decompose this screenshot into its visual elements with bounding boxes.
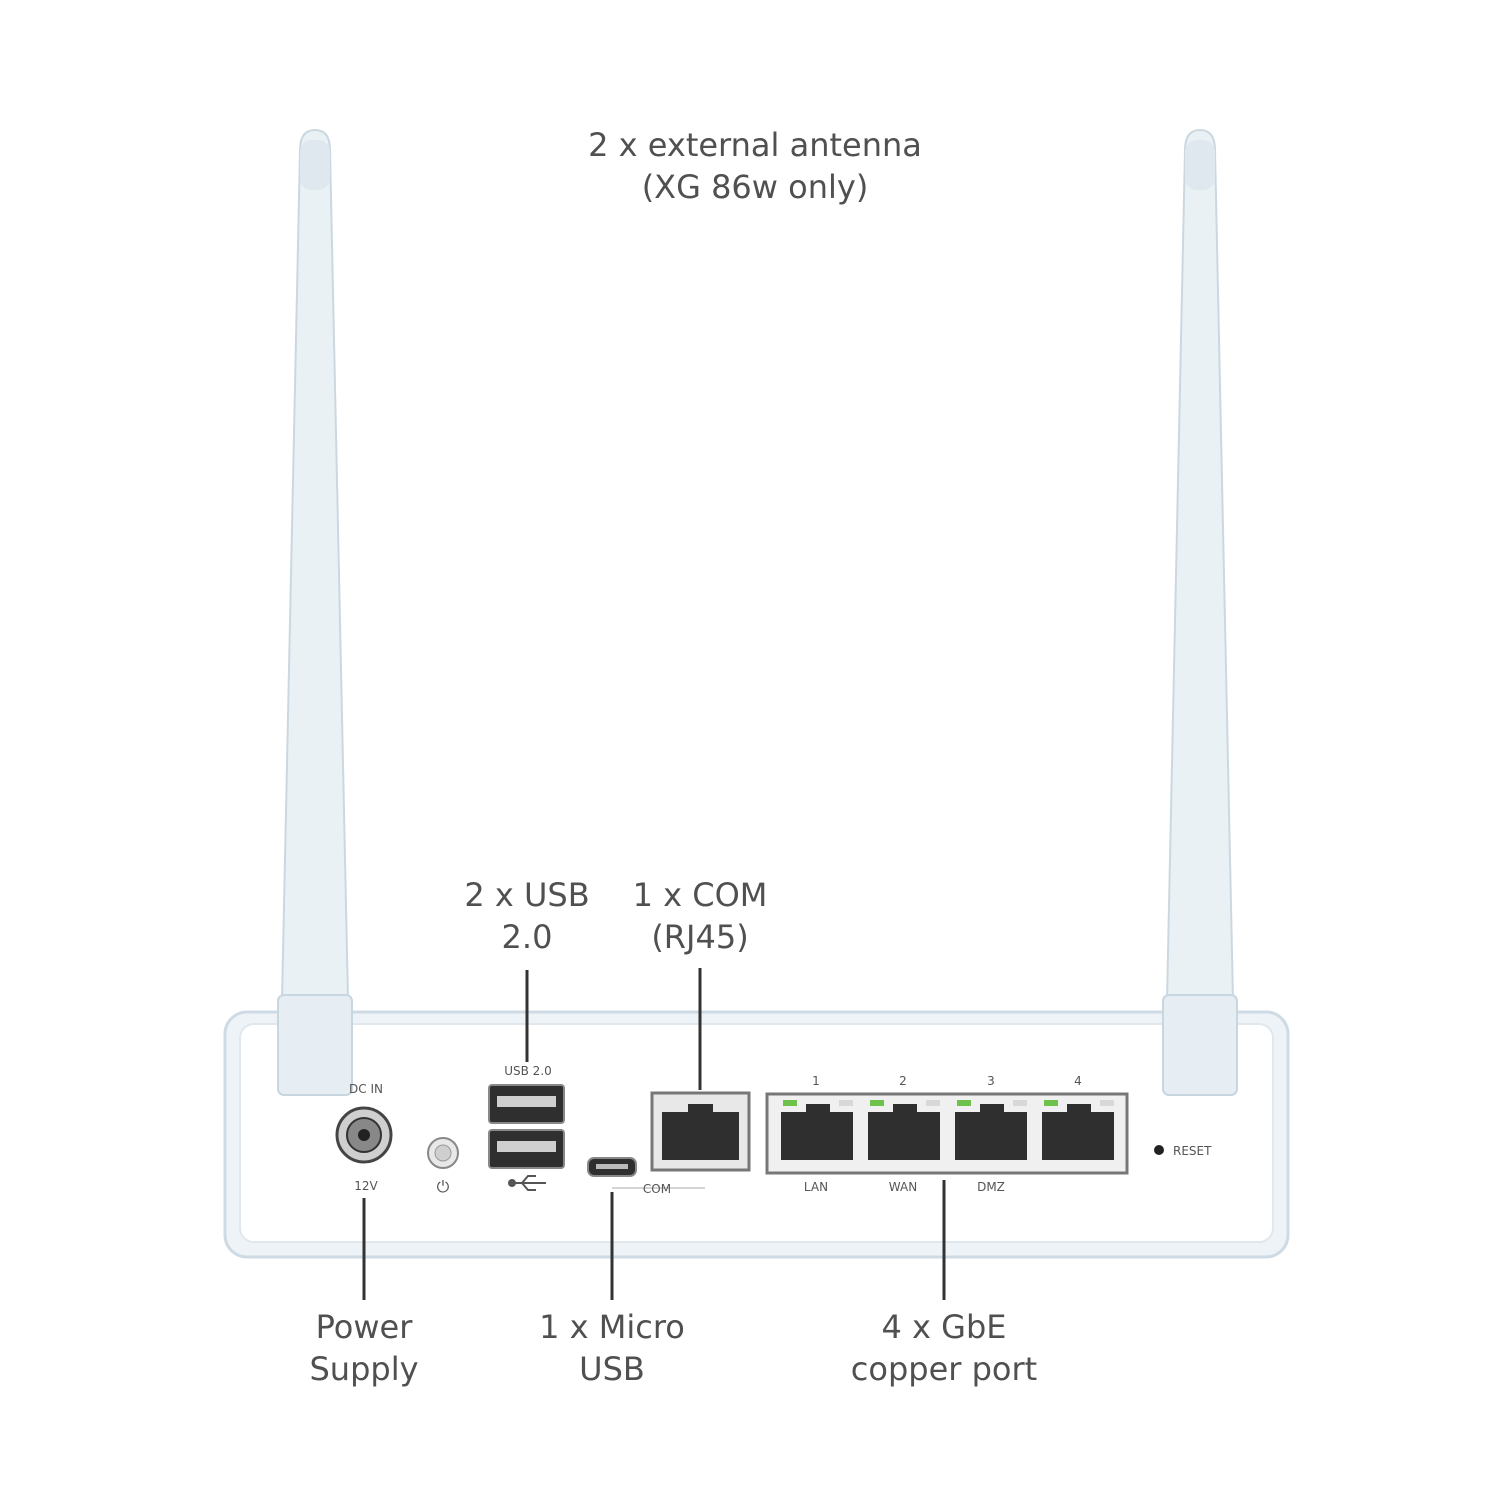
usb-port-top[interactable]: [488, 1084, 565, 1124]
device-front-panel: [239, 1023, 1274, 1243]
reset-label: RESET: [1173, 1144, 1212, 1158]
usb-icon: [508, 1175, 546, 1191]
antenna-label: 2 x external antenna (XG 86w only): [505, 124, 1005, 208]
com-label: 1 x COM (RJ45): [600, 874, 800, 958]
usb-header-label: USB 2.0: [504, 1064, 552, 1078]
gbe-port-4[interactable]: [1042, 1100, 1114, 1160]
power-button-icon[interactable]: [427, 1137, 459, 1169]
com-port-label: COM: [643, 1182, 671, 1196]
port-number-3: 3: [987, 1074, 995, 1088]
dc-in-jack-icon: [335, 1106, 393, 1164]
gbe-label-line1: 4 x GbE: [881, 1308, 1007, 1346]
left-antenna: [277, 128, 353, 1096]
power-supply-label: Power Supply: [264, 1306, 464, 1390]
gbe-label: 4 x GbE copper port: [804, 1306, 1084, 1390]
gbe-port-3[interactable]: [955, 1100, 1027, 1160]
com-label-line1: 1 x COM: [632, 876, 768, 914]
gbe-port-2[interactable]: [868, 1100, 940, 1160]
antenna-label-line2: (XG 86w only): [641, 168, 869, 206]
micro-usb-label-line1: 1 x Micro: [539, 1308, 685, 1346]
micro-usb-port[interactable]: [587, 1157, 637, 1177]
power-label-line2: Supply: [309, 1350, 419, 1388]
com-label-line2: (RJ45): [651, 918, 749, 956]
power-symbol: ⏻: [437, 1177, 450, 1196]
usb-port-bottom[interactable]: [488, 1129, 565, 1169]
voltage-label: 12V: [354, 1179, 378, 1193]
gbe-label-line2: copper port: [850, 1350, 1038, 1388]
micro-usb-label: 1 x Micro USB: [502, 1306, 722, 1390]
usb-label-line1: 2 x USB: [464, 876, 590, 914]
dc-in-label: DC IN: [349, 1082, 383, 1096]
reset-button[interactable]: [1154, 1145, 1164, 1155]
power-label-line1: Power: [315, 1308, 413, 1346]
port-name-lan: LAN: [804, 1180, 828, 1194]
port-number-2: 2: [899, 1074, 907, 1088]
usb-label-line2: 2.0: [501, 918, 553, 956]
port-name-wan: WAN: [889, 1180, 917, 1194]
antenna-label-line1: 2 x external antenna: [588, 126, 922, 164]
com-rj45-port[interactable]: [650, 1091, 751, 1172]
port-number-1: 1: [812, 1074, 820, 1088]
port-name-dmz: DMZ: [977, 1180, 1005, 1194]
usb-label: 2 x USB 2.0: [427, 874, 627, 958]
gbe-port-1[interactable]: [781, 1100, 853, 1160]
micro-usb-label-line2: USB: [579, 1350, 645, 1388]
right-antenna: [1162, 128, 1238, 1096]
port-number-4: 4: [1074, 1074, 1082, 1088]
